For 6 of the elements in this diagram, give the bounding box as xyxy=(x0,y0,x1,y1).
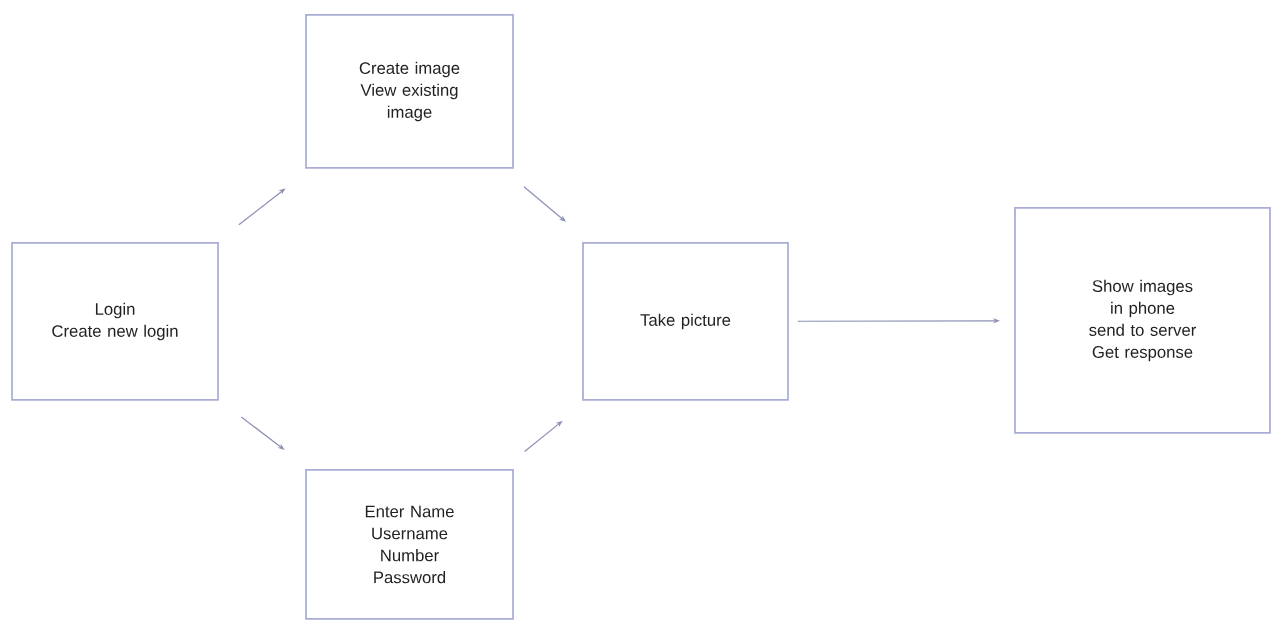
process-box: Enter Name Username Number Password xyxy=(305,469,514,620)
process-box: Show images in phone send to server Get response xyxy=(1014,207,1271,434)
arrow xyxy=(240,416,285,450)
process-box: Take picture xyxy=(582,242,789,401)
process-box: Create image View existing image xyxy=(305,14,514,169)
process-box: Login Create new login xyxy=(11,242,219,401)
